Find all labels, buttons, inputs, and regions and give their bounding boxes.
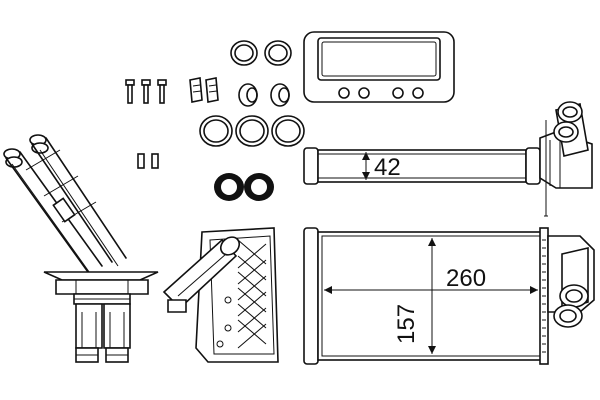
screw-set bbox=[125, 79, 167, 169]
upper-heater-tube: 42 bbox=[303, 101, 593, 217]
heater-core: 260 157 bbox=[303, 227, 595, 365]
clip-set bbox=[189, 77, 219, 103]
short-screw bbox=[137, 153, 159, 169]
dimension-core-width: 260 bbox=[446, 265, 486, 292]
left-pipe-assembly bbox=[3, 134, 159, 363]
screw bbox=[157, 79, 167, 104]
o-ring-set bbox=[199, 40, 305, 201]
dimension-core-height: 157 bbox=[393, 304, 420, 344]
screw bbox=[141, 79, 151, 104]
core-housing bbox=[162, 227, 279, 363]
screw bbox=[125, 79, 135, 104]
dimension-tube-diameter: 42 bbox=[374, 154, 401, 181]
mounting-plate bbox=[303, 31, 455, 103]
